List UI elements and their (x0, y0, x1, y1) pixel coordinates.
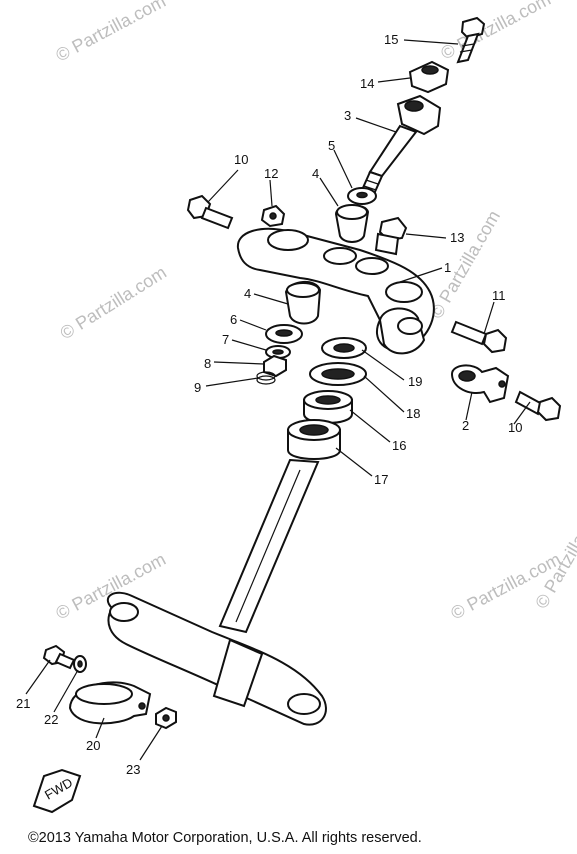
callout-10-left: 10 (234, 152, 248, 167)
watermark: © Partzilla.com (57, 262, 170, 343)
part-bolt-11 (450, 320, 508, 354)
part-bolt-10-right (514, 390, 562, 422)
callout-3: 3 (344, 108, 351, 123)
part-bolt-13 (374, 216, 408, 256)
callout-23: 23 (126, 762, 140, 777)
fwd-arrow-icon: FWD (32, 768, 82, 814)
part-washer-22 (73, 655, 87, 673)
part-washer-6 (265, 324, 303, 344)
part-steering-stem (106, 458, 327, 726)
callout-16: 16 (392, 438, 406, 453)
callout-9: 9 (194, 380, 201, 395)
callout-4-lower: 4 (244, 286, 251, 301)
part-holder-3 (360, 94, 442, 196)
part-spring-9 (256, 371, 276, 385)
part-bracket-1 (236, 227, 435, 355)
leader-lines (25, 39, 531, 761)
callout-11: 11 (492, 288, 506, 303)
watermark: © Partzilla.com (52, 0, 168, 66)
callout-13: 13 (450, 230, 464, 245)
callout-17: 17 (374, 472, 388, 487)
part-cap-14 (408, 60, 450, 94)
callout-7: 7 (222, 332, 229, 347)
copyright-notice: ©2013 Yamaha Motor Corporation, U.S.A. A… (28, 830, 422, 846)
callout-10-right: 10 (508, 420, 522, 435)
callout-21: 21 (16, 696, 30, 711)
part-nut-23 (155, 706, 177, 730)
part-bolt-10-left (186, 194, 234, 230)
part-damper-4-upper (334, 204, 370, 243)
callout-4-upper: 4 (312, 166, 319, 181)
callout-22: 22 (44, 712, 58, 727)
callout-1: 1 (444, 260, 451, 275)
part-bolt-21 (42, 644, 76, 670)
watermark: © Partzilla.com (426, 207, 504, 322)
part-bearing-17 (287, 419, 341, 460)
part-nut-8 (263, 354, 287, 378)
part-lockwasher-19 (321, 337, 367, 359)
part-washer-7 (265, 345, 291, 359)
part-ringnut-16 (303, 390, 353, 424)
callout-18: 18 (406, 406, 420, 421)
callout-14: 14 (360, 76, 374, 91)
callout-labels: 15 14 3 5 4 10 12 13 1 4 6 7 8 9 11 19 1… (16, 32, 522, 777)
watermark: © Partzilla.com (437, 0, 553, 64)
part-washer-5 (347, 187, 377, 205)
callout-15: 15 (384, 32, 398, 47)
callout-6: 6 (230, 312, 237, 327)
part-damper-4-lower (284, 281, 322, 325)
callout-20: 20 (86, 738, 100, 753)
part-nut-12 (260, 204, 286, 228)
part-washer-18 (309, 362, 367, 386)
callout-8: 8 (204, 356, 211, 371)
part-clamp-2 (450, 364, 510, 404)
part-clamp-20 (68, 681, 152, 725)
callout-5: 5 (328, 138, 335, 153)
callout-2: 2 (462, 418, 469, 433)
callout-12: 12 (264, 166, 278, 181)
callout-19: 19 (408, 374, 422, 389)
part-bolt-15 (456, 16, 486, 64)
